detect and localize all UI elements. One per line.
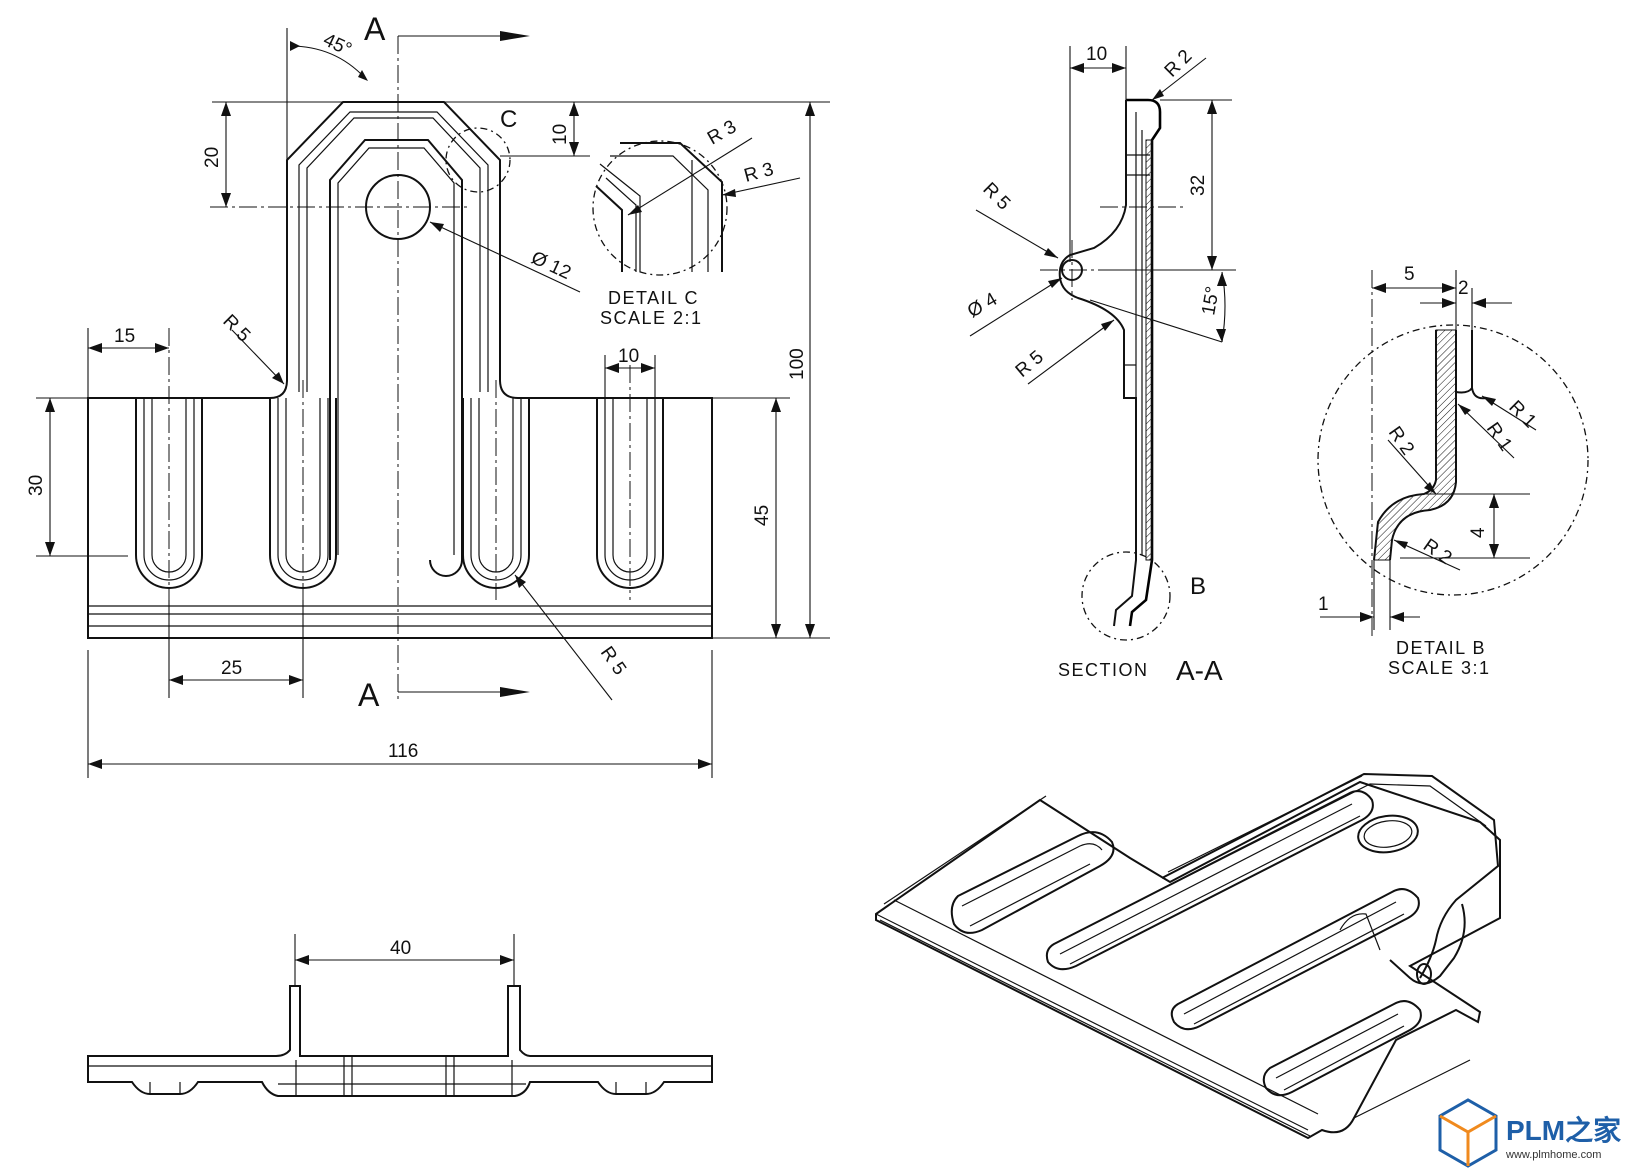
section-r2: R 2 (1161, 46, 1197, 82)
dim-30: 30 (26, 475, 47, 496)
watermark: PLM之家 www.plmhome.com (1438, 1098, 1621, 1168)
bottom-dim-40: 40 (390, 938, 411, 959)
iso-slot-4 (1262, 1000, 1422, 1097)
section-dia-4: Ø 4 (964, 289, 1001, 323)
dim-10-top: 10 (550, 124, 571, 145)
detail-c-boundary (592, 140, 728, 276)
detail-c-r3-a: R 3 (704, 116, 740, 149)
dim-116: 116 (388, 741, 418, 762)
plm-logo-icon (1438, 1098, 1498, 1168)
section-caption-word: SECTION (1058, 660, 1149, 680)
iso-slot-3 (1170, 888, 1420, 1031)
detail-c-scale: SCALE 2:1 (600, 308, 703, 328)
angle-45: 45° (320, 29, 355, 60)
dim-10-slot: 10 (618, 346, 639, 367)
detail-b-dim-1: 1 (1318, 594, 1329, 615)
detail-b-r2-a: R 2 (1384, 423, 1418, 459)
detail-b-dim-4: 4 (1468, 527, 1489, 538)
detail-b-dim-2: 2 (1458, 278, 1469, 299)
detail-c-r3-b: R 3 (742, 159, 776, 187)
detail-b-boundary (1317, 324, 1589, 596)
detail-b-r1-b: R 1 (1482, 419, 1516, 455)
bottom-view-outline (87, 985, 713, 1097)
detail-c-callout (445, 127, 511, 193)
bottom-view: 40 (87, 934, 713, 1097)
section-label-top: A (364, 11, 386, 47)
section-r5-top: R 5 (978, 179, 1014, 215)
front-view: A A 45° C 20 10 100 Ø 12 (26, 11, 830, 778)
watermark-url: www.plmhome.com (1505, 1149, 1601, 1161)
detail-c: R 3 R 3 DETAIL C SCALE 2:1 (592, 116, 801, 328)
section-angle-15: 15° (1198, 285, 1224, 317)
iso-mounting-hole (1357, 814, 1419, 854)
section-caption-id: A-A (1176, 655, 1223, 686)
dim-100: 100 (787, 348, 808, 380)
section-dim-32: 32 (1188, 175, 1209, 196)
iso-slot-2 (1045, 790, 1374, 971)
dim-r5-bottom: R 5 (596, 643, 630, 679)
detail-b-label: B (1190, 573, 1206, 600)
section-dim-10: 10 (1086, 44, 1107, 65)
detail-b-r1-a: R 1 (1504, 397, 1540, 433)
front-view-outline (87, 101, 713, 639)
iso-slot-1 (950, 831, 1115, 934)
section-aa: 10 R 2 32 R 5 Ø 4 15° R 5 B SECTION (964, 44, 1240, 686)
detail-b-caption: DETAIL B (1396, 638, 1486, 658)
isometric-view (875, 772, 1501, 1140)
detail-c-label: C (500, 106, 517, 133)
dim-r5-left: R 5 (218, 311, 254, 347)
dim-15: 15 (114, 326, 135, 347)
center-tongue-slot (329, 139, 463, 577)
detail-b-dim-5: 5 (1404, 264, 1415, 285)
section-label-bottom: A (358, 677, 380, 713)
detail-b-callout (1081, 551, 1171, 641)
dim-20: 20 (202, 147, 223, 168)
watermark-brand: PLM之家 (1506, 1114, 1621, 1146)
front-view-flange-inner (298, 111, 489, 392)
detail-b-r2-b: R 2 (1419, 535, 1455, 569)
detail-c-caption: DETAIL C (608, 288, 699, 308)
dim-25: 25 (221, 658, 242, 679)
detail-b-scale: SCALE 3:1 (1388, 658, 1491, 678)
detail-b: 5 2 R 1 R 1 R 2 R 2 4 (1317, 264, 1589, 678)
dim-45: 45 (752, 505, 773, 526)
section-r5-bottom: R 5 (1012, 347, 1048, 382)
